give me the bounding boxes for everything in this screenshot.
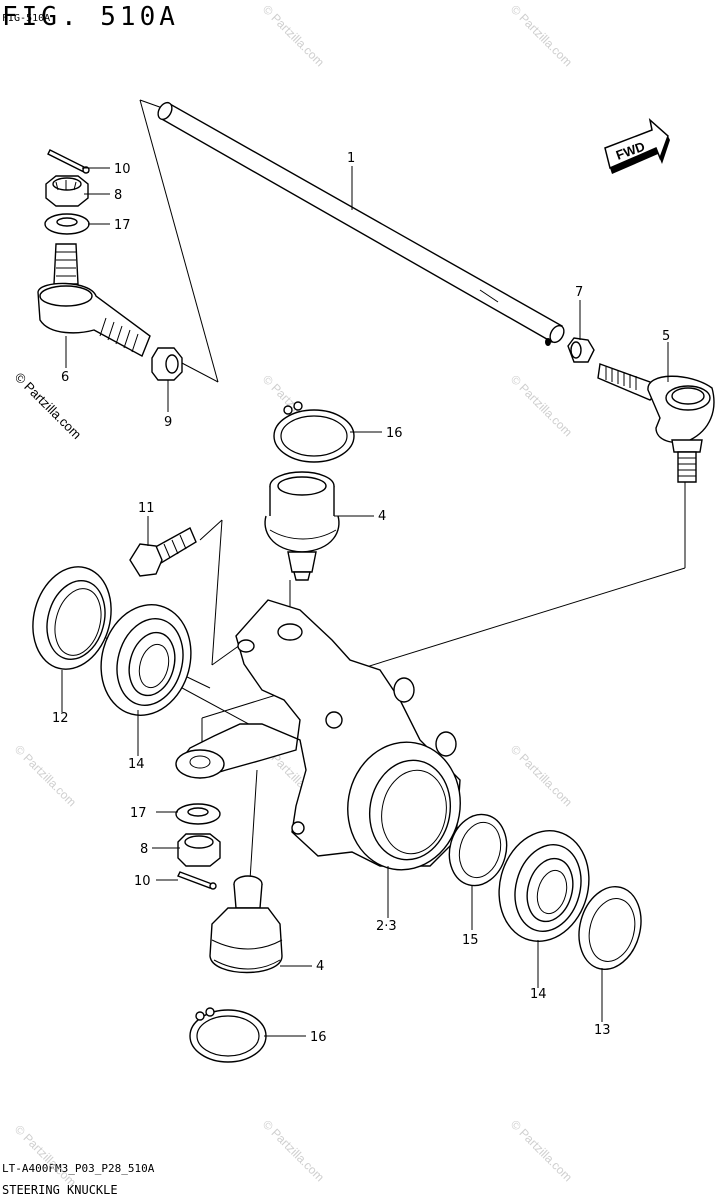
watermark: © Partzilla.com (508, 742, 575, 809)
steering-knuckle (175, 599, 461, 871)
figure-title: FIG. 510A (2, 2, 179, 32)
watermark-dark: © Partzilla.com (12, 370, 85, 443)
oil-seal-left (32, 566, 112, 670)
callout-label: 5 (662, 329, 670, 344)
circlip-lower (189, 1007, 267, 1063)
cotter-pin-top (47, 149, 90, 174)
circlip-top (273, 401, 355, 463)
callout-label: 14 (128, 757, 145, 772)
tie-rod (157, 101, 565, 346)
callout-label: 6 (61, 370, 69, 385)
nut-7 (567, 337, 595, 363)
bearing-right (498, 830, 590, 942)
oil-seal-right (578, 885, 642, 971)
callout-label: 11 (138, 501, 155, 516)
callout-label: 17 (130, 806, 147, 821)
washer-top (44, 213, 90, 235)
watermark: © Partzilla.com (260, 1117, 327, 1184)
callout-label: 15 (462, 933, 479, 948)
callout-label: 4 (316, 959, 324, 974)
diagram-name: STEERING KNUCKLE (2, 1183, 118, 1197)
callout-label: 4 (378, 509, 386, 524)
callout-label: 16 (386, 426, 403, 441)
spacer (448, 813, 508, 887)
nut-9 (151, 347, 183, 381)
callout-label: 8 (140, 842, 148, 857)
castle-nut-lower (177, 833, 221, 867)
castle-nut-top (45, 175, 89, 207)
callout-label: 14 (530, 987, 547, 1002)
ball-joint-lower (209, 875, 283, 974)
watermark: © Partzilla.com (12, 742, 79, 809)
watermark: © Partzilla.com (260, 2, 327, 69)
callout-label: 9 (164, 415, 172, 430)
callout-label: 10 (134, 874, 151, 889)
callout-label: 16 (310, 1030, 327, 1045)
watermark: © Partzilla.com (12, 1122, 79, 1189)
callout-label: 10 (114, 162, 131, 177)
bearing-left (100, 604, 192, 716)
watermark: © Partzilla.com (508, 1117, 575, 1184)
fwd-arrow: FWD (604, 117, 670, 174)
diagram-code: LT-A400FM3_P03_P28_510A (2, 1162, 155, 1175)
callout-label: 17 (114, 218, 131, 233)
assembly-lines (99, 99, 686, 881)
ball-joint-top (264, 471, 340, 581)
callout-label: 12 (52, 711, 69, 726)
watermark: © Partzilla.com (508, 2, 575, 69)
callout-label: 7 (575, 285, 583, 300)
cotter-pin-lower (177, 871, 217, 890)
tie-rod-end-left (37, 243, 151, 357)
bolt-11 (129, 527, 197, 577)
tie-rod-end-right (597, 363, 715, 483)
callout-label: 2·3 (376, 919, 397, 934)
figure-subtitle: FIG-510A (2, 13, 51, 24)
callout-label: 1 (347, 151, 355, 166)
watermark: © Partzilla.com (508, 372, 575, 439)
callout-labels: 1 2·3 4 4 5 6 7 8 8 9 10 10 11 12 13 14 … (52, 151, 670, 1045)
callout-label: 13 (594, 1023, 611, 1038)
washer-lower (175, 803, 221, 825)
leader-lines (61, 166, 669, 1037)
callout-label: 8 (114, 188, 122, 203)
